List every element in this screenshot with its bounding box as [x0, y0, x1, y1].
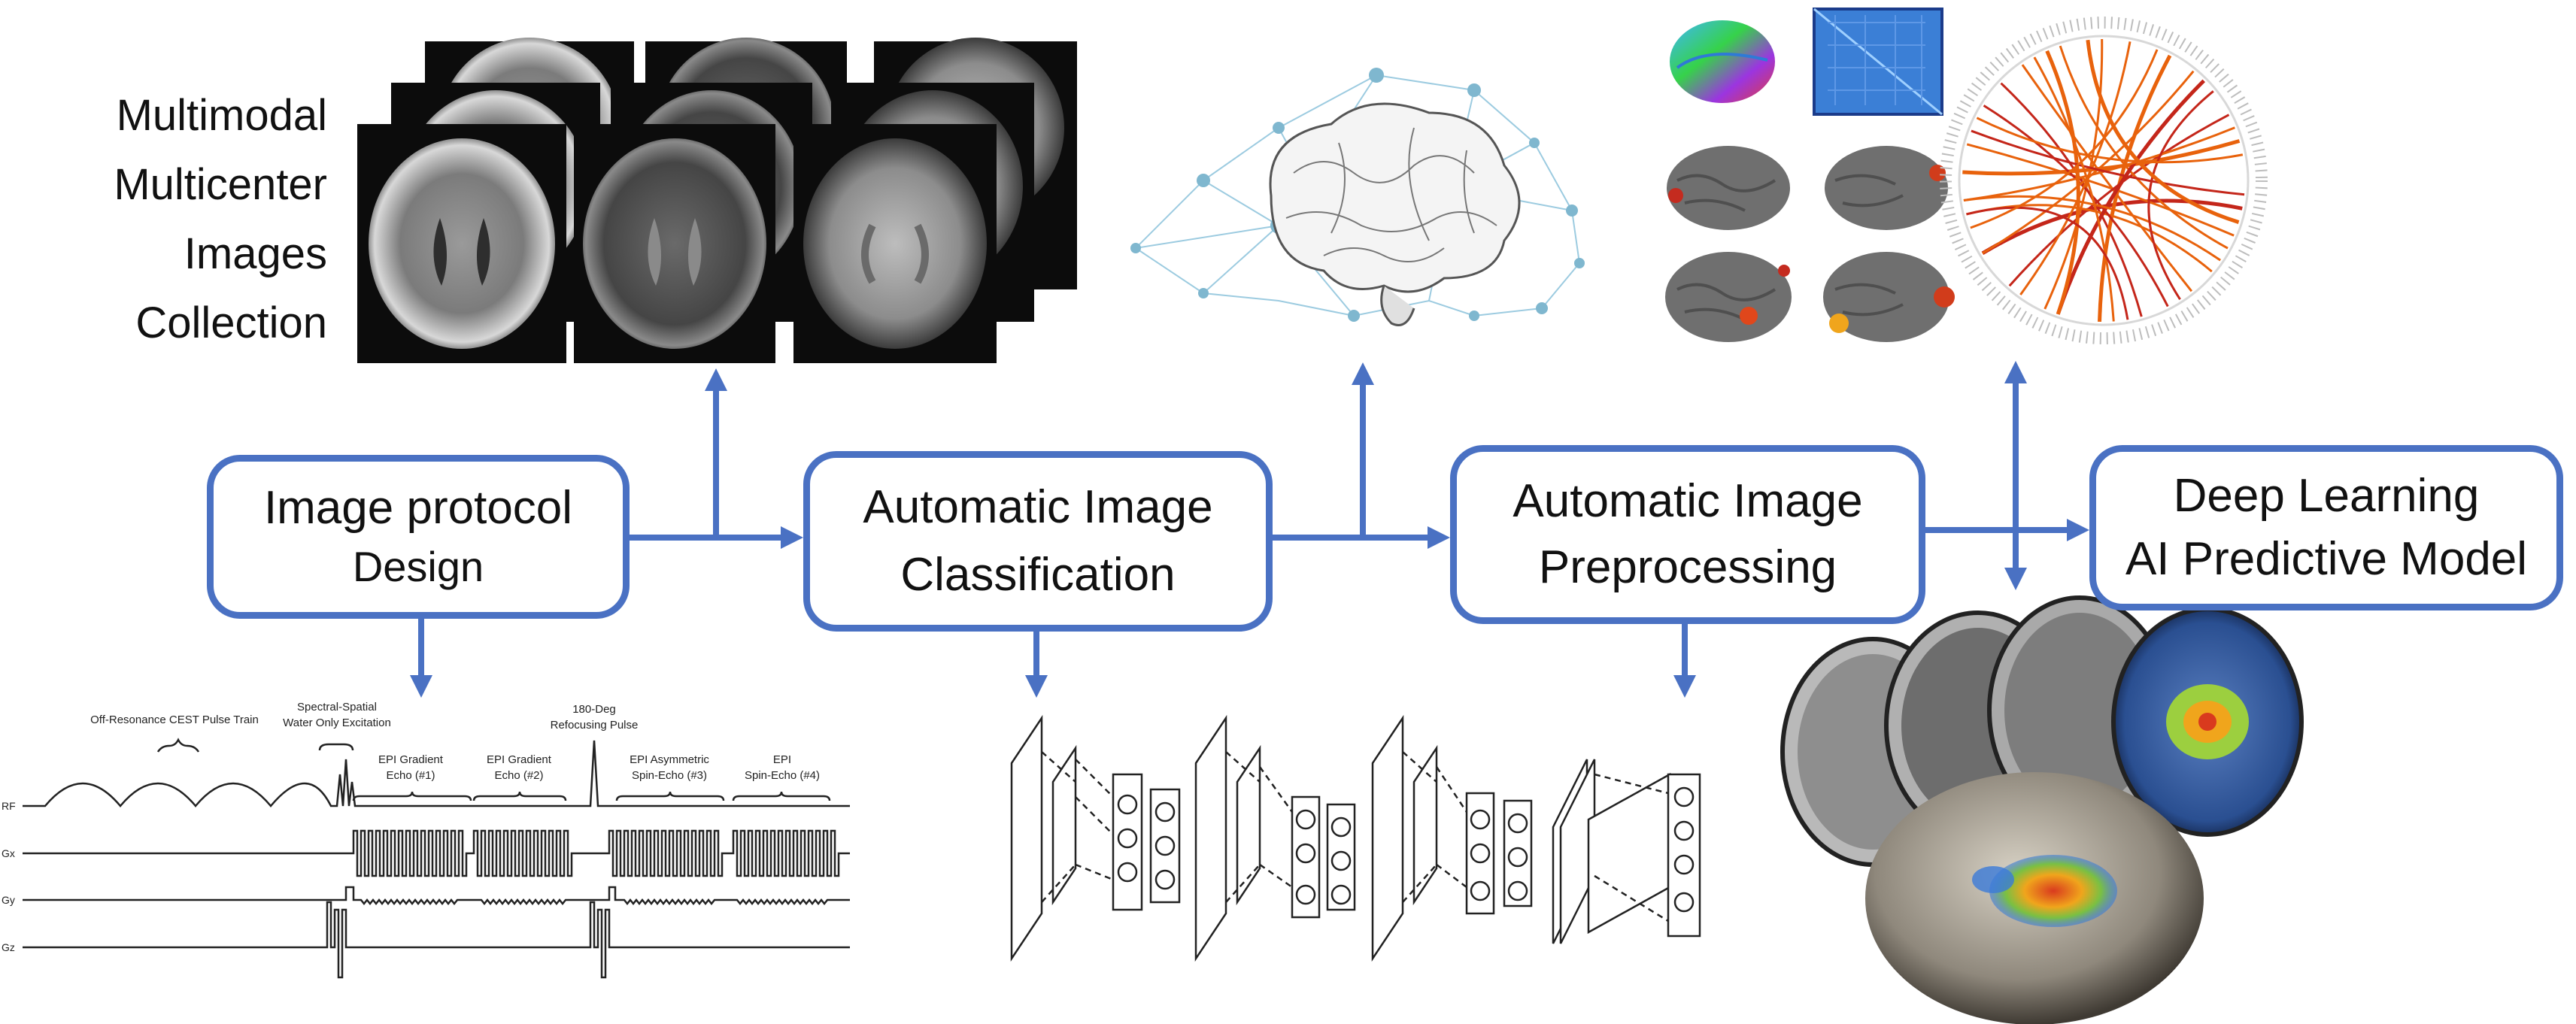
pulse-sequence-diagram: [23, 738, 850, 979]
label-excitation-1: Spectral-Spatial: [297, 701, 377, 713]
label-refocus-2: Refocusing Pulse: [551, 719, 639, 732]
connectome-chord: [1971, 129, 2245, 196]
flow-arrows: [410, 361, 2089, 698]
stage-box-protocol-design: Image protocol Design: [207, 455, 630, 619]
connectome-chord: [2147, 90, 2214, 301]
stage-protocol-line-1: Image protocol: [263, 482, 573, 534]
connectome-chord: [2033, 56, 2115, 322]
stage-deep-learning-line-1: Deep Learning: [2173, 470, 2480, 522]
connectome-chord: [1966, 206, 2129, 320]
stage-preprocessing-line-1: Automatic Image: [1513, 475, 1863, 527]
mri-image-stack: [357, 38, 1077, 363]
connectome-chord: [1970, 49, 2159, 229]
pulse-sequence-labels: RF Gx Gy Gz Off-Resonance CEST Pulse Tra…: [2, 701, 820, 953]
stage-classification-line-1: Automatic Image: [863, 481, 1213, 533]
channel-label-rf: RF: [2, 800, 16, 812]
cnn-output-layer: [1552, 759, 1701, 944]
connectome-chord: [2045, 50, 2080, 315]
connectome-chord: [1983, 105, 2169, 308]
label-echo2-2: Echo (#2): [494, 769, 543, 782]
stage-box-image-classification: Automatic Image Classification: [803, 451, 1273, 632]
cortical-surface-maps: [1665, 146, 1955, 342]
collection-title: Multimodal Multicenter Images Collection: [30, 81, 327, 358]
brain-mesh-icon: [1269, 102, 1521, 326]
label-echo1-1: EPI Gradient: [378, 753, 444, 766]
stage-classification-line-2: Classification: [900, 549, 1176, 601]
channel-label-gz: Gz: [2, 941, 15, 953]
connectome-chord: [2056, 79, 2205, 315]
stage-preprocessing-line-2: Preprocessing: [1538, 541, 1837, 593]
connectome-chord: [1963, 126, 2235, 202]
cnn-architecture-diagram: [1010, 714, 1701, 962]
label-excitation-2: Water Only Excitation: [283, 716, 391, 729]
connectome-chord: [1982, 70, 2195, 255]
connectome-chord: [2021, 64, 2193, 292]
connectome-chord: [1962, 139, 2241, 176]
connectome-circle-plot: [1940, 17, 2268, 344]
collection-line-2: Multicenter: [114, 160, 327, 209]
collection-line-4: Collection: [135, 298, 327, 347]
collection-line-1: Multimodal: [116, 91, 327, 140]
connectome-chord: [1976, 117, 2244, 164]
stage-deep-learning-line-2: AI Predictive Model: [2125, 533, 2528, 585]
connectivity-matrix: [1813, 8, 1943, 116]
stage-box-deep-learning: Deep Learning AI Predictive Model: [2089, 445, 2563, 610]
collection-line-3: Images: [184, 229, 327, 278]
connectome-chord: [2008, 114, 2230, 287]
brain-3d-render: [1670, 20, 1775, 103]
channel-label-gy: Gy: [2, 894, 15, 906]
label-echo2-1: EPI Gradient: [487, 753, 552, 766]
tumor-imaging-collage: [1780, 595, 2304, 1024]
label-refocus-1: 180-Deg: [572, 703, 616, 716]
label-echo4-1: EPI: [773, 753, 791, 766]
connectome-chord: [1963, 195, 2222, 262]
label-echo3-1: EPI Asymmetric: [630, 753, 709, 766]
stage-protocol-line-2: Design: [352, 543, 484, 590]
label-echo3-2: Spin-Echo (#3): [632, 769, 707, 782]
stage-box-image-preprocessing: Automatic Image Preprocessing: [1450, 445, 1925, 624]
label-echo1-2: Echo (#1): [386, 769, 435, 782]
cnn-block-2: [1194, 714, 1356, 962]
cnn-block-1: [1010, 714, 1181, 962]
label-echo4-2: Spin-Echo (#4): [745, 769, 820, 782]
channel-label-gx: Gx: [2, 847, 15, 859]
connectome-chord: [2059, 45, 2229, 250]
connectome-chord: [1966, 143, 2235, 237]
label-cest: Off-Resonance CEST Pulse Train: [90, 713, 259, 726]
cnn-block-3: [1371, 714, 1533, 962]
connectome-chord: [2086, 39, 2240, 224]
